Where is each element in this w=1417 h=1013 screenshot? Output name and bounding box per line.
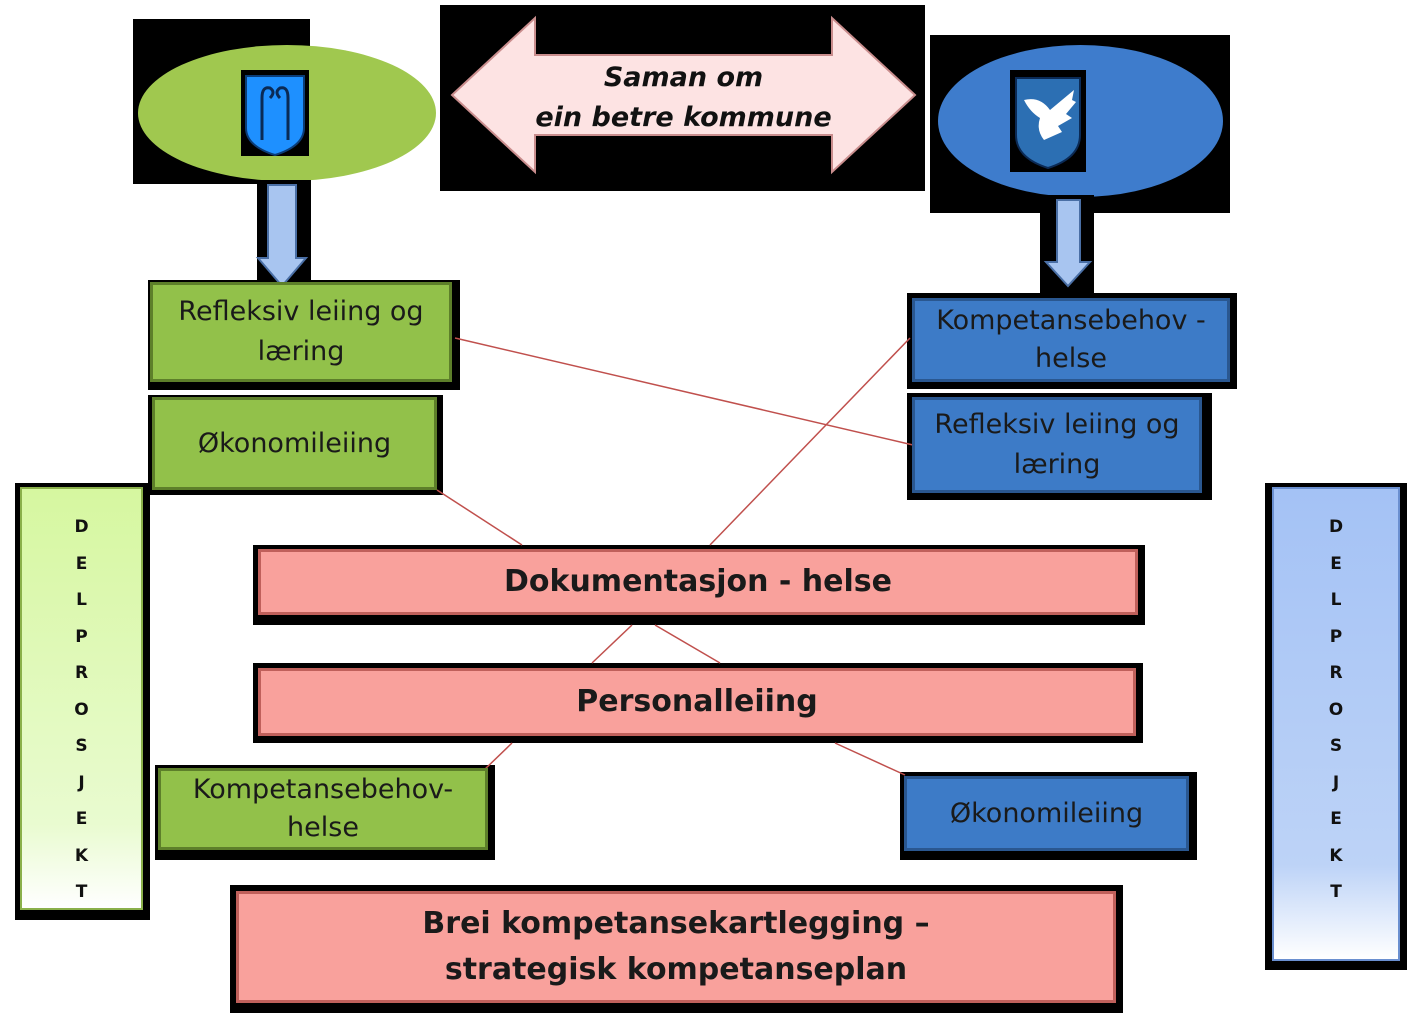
left-down-arrow [255,184,309,288]
right-box-1-line-1: Kompetansebehov - [936,305,1206,336]
shield-crosiers-icon [245,75,305,157]
left-letter: E [75,553,88,574]
banner-line-2: ein betre kommune [535,102,832,133]
right-letter: S [1329,736,1343,756]
left-delprosjekt-label: D E L P R O S J E K T [20,487,143,910]
center-box-3-line-2: strategisk kompetanseplan [444,952,908,987]
left-box-1-line-1: Refleksiv leiing og [178,296,424,327]
center-box-3-line-1: Brei kompetansekartlegging – [422,906,930,941]
banner-text: Saman om ein betre kommune [535,58,832,138]
left-letter: L [76,590,87,610]
banner-line-1: Saman om [603,62,764,93]
right-letter: E [1330,553,1342,574]
right-letter: J [1332,772,1340,793]
right-letter: D [1328,517,1344,537]
right-box-kompetansebehov: Kompetansebehov - helse [912,298,1230,382]
left-letter: J [78,772,85,793]
left-box-kompetansebehov: Kompetansebehov- helse [158,768,488,850]
right-letter: R [1329,663,1343,683]
connector-lines [436,337,914,776]
center-box-2-label: Personalleiing [576,684,818,719]
center-box-dokumentasjon: Dokumentasjon - helse [258,549,1138,615]
left-letter: S [75,736,88,756]
right-box-refleksiv-leiing: Refleksiv leiing og læring [912,397,1202,493]
left-box-okonomileiing: Økonomileiing [152,397,437,490]
left-box-1-line-2: læring [257,336,345,367]
right-letter: L [1330,590,1342,610]
left-letter: T [75,882,88,902]
center-box-personalleiing: Personalleiing [258,668,1136,736]
left-letter: D [74,517,89,537]
right-letter: K [1329,845,1343,866]
right-letter: O [1328,699,1344,720]
right-box-1-line-2: helse [1035,343,1107,374]
left-letter: R [74,663,89,683]
right-letter: T [1330,882,1342,902]
right-delprosjekt-label: D E L P R O S J E K T [1272,487,1400,961]
left-letter: E [75,809,88,829]
center-box-1-label: Dokumentasjon - helse [503,564,892,599]
double-arrow [450,15,917,175]
shield-wing-icon [1015,77,1081,170]
left-box-2-label: Økonomileiing [197,427,392,459]
left-box-3-line-1: Kompetansebehov- [192,774,454,805]
right-down-arrow [1043,199,1093,288]
left-letter: O [74,699,89,720]
left-letter: P [75,626,88,647]
left-box-3-line-2: helse [287,812,359,843]
center-box-kompetansekartlegging: Brei kompetansekartlegging – strategisk … [236,891,1116,1003]
right-box-2-line-1: Refleksiv leiing og [934,409,1180,440]
left-letter: K [74,845,89,866]
right-letter: E [1330,809,1342,829]
right-letter: P [1329,626,1343,647]
right-box-3-label: Økonomileiing [949,797,1144,829]
right-box-okonomileiing: Økonomileiing [904,776,1189,851]
right-box-2-line-2: læring [1013,449,1101,480]
left-box-refleksiv-leiing: Refleksiv leiing og læring [150,282,452,382]
